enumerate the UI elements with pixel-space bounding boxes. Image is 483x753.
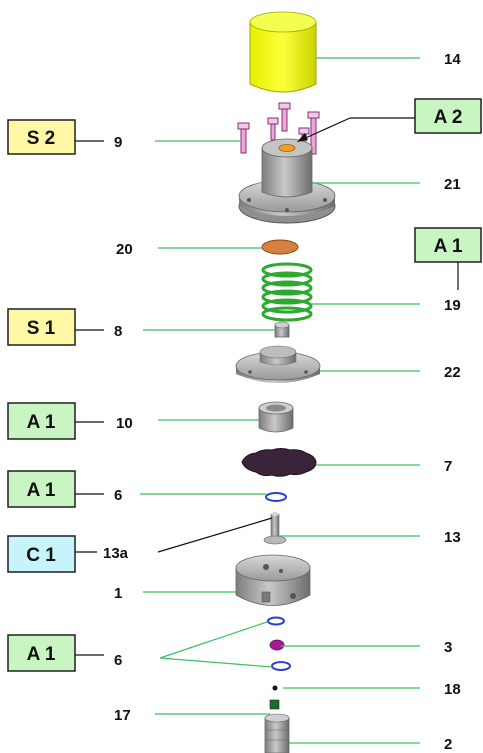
tag-a1-bottom-label: A 1 — [27, 644, 56, 665]
part-14-cap-graphic — [249, 11, 317, 93]
part-number-13a: 13a — [103, 545, 129, 562]
part-19-spring-graphic — [261, 262, 313, 322]
tag-a1-top: A 1 — [414, 227, 482, 263]
part-number-17: 17 — [114, 707, 131, 724]
part-number-7: 7 — [444, 458, 452, 475]
part-9-screws-graphic — [237, 102, 320, 157]
part-number-20: 20 — [116, 241, 133, 258]
part-3-seal-graphic — [269, 639, 285, 651]
part-21-housing-graphic — [238, 138, 336, 224]
part-number-8: 8 — [114, 323, 122, 340]
leader-lines — [75, 57, 459, 744]
part-number-1: 1 — [114, 585, 122, 602]
part-number-3: 3 — [444, 639, 452, 656]
part-18-ball-graphic — [272, 685, 278, 691]
tag-a1-6: A 1 — [7, 470, 76, 508]
tag-a1-10: A 1 — [7, 402, 76, 440]
tag-s2: S 2 — [7, 119, 76, 155]
part-number-19: 19 — [444, 297, 461, 314]
part-1-body-graphic — [235, 554, 311, 606]
tag-a1-10-label: A 1 — [27, 412, 56, 433]
part-number-21: 21 — [444, 176, 461, 193]
tag-s2-label: S 2 — [27, 128, 56, 149]
part-20-disc-graphic — [261, 239, 299, 255]
tag-c1-label: C 1 — [26, 545, 56, 566]
part-number-18: 18 — [444, 681, 461, 698]
tag-a1-bottom: A 1 — [7, 634, 76, 672]
part-6-oring-upper-graphic — [267, 616, 285, 626]
tag-a2-label: A 2 — [434, 107, 463, 128]
part-number-2: 2 — [444, 736, 452, 753]
part-number-13: 13 — [444, 529, 461, 546]
tag-a1-6-label: A 1 — [27, 480, 56, 501]
part-13-stem-graphic — [263, 512, 287, 545]
part-number-6-lower: 6 — [114, 652, 122, 669]
part-22-flange-graphic — [235, 345, 321, 383]
part-6-oring-lower-graphic — [271, 661, 291, 671]
part-17-insert-graphic — [269, 699, 280, 710]
part-number-6-upper: 6 — [114, 487, 122, 504]
part-7-diaphragm-graphic — [241, 448, 317, 477]
part-number-22: 22 — [444, 364, 461, 381]
part-8-nut-graphic — [274, 321, 290, 338]
part-10-cup-graphic — [258, 401, 294, 433]
part-number-9: 9 — [114, 134, 122, 151]
part-number-14: 14 — [444, 51, 461, 68]
part-6-oring-graphic — [265, 492, 287, 502]
tag-a1-top-label: A 1 — [434, 236, 463, 257]
tag-c1: C 1 — [7, 535, 76, 573]
part-number-10: 10 — [116, 415, 133, 432]
tag-s1: S 1 — [7, 308, 76, 346]
tag-s1-label: S 1 — [27, 318, 56, 339]
tag-a2: A 2 — [414, 98, 482, 134]
part-2-nozzle-graphic — [264, 713, 290, 753]
